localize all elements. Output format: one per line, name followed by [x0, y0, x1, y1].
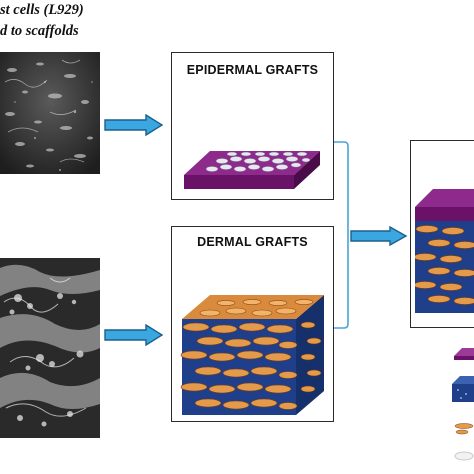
dermal-layer-illustration	[180, 295, 324, 415]
caption-line-1: st cells (L929)	[0, 2, 84, 18]
right-arrow-icon	[350, 226, 408, 246]
figure-caption: st cells (L929) d to scaffolds	[0, 0, 110, 42]
epidermal-layer-illustration	[184, 151, 320, 189]
dermal-grafts-panel: DERMAL GRAFTS	[171, 226, 334, 422]
sem-image-epidermal	[0, 52, 100, 174]
right-arrow-icon	[104, 114, 164, 136]
caption-line-2: d to scaffolds	[0, 23, 79, 39]
bilayer-graft-illustration	[415, 189, 474, 313]
dermal-grafts-title: DERMAL GRAFTS	[197, 235, 308, 249]
bilayer-graft-panel	[410, 140, 474, 328]
sem-image-dermal	[0, 258, 100, 438]
layer-stack-illustration	[452, 348, 474, 461]
epidermal-grafts-panel: EPIDERMAL GRAFTS	[171, 52, 334, 200]
epidermal-grafts-title: EPIDERMAL GRAFTS	[186, 63, 319, 77]
right-arrow-icon	[104, 324, 164, 346]
merge-connector	[334, 141, 349, 329]
